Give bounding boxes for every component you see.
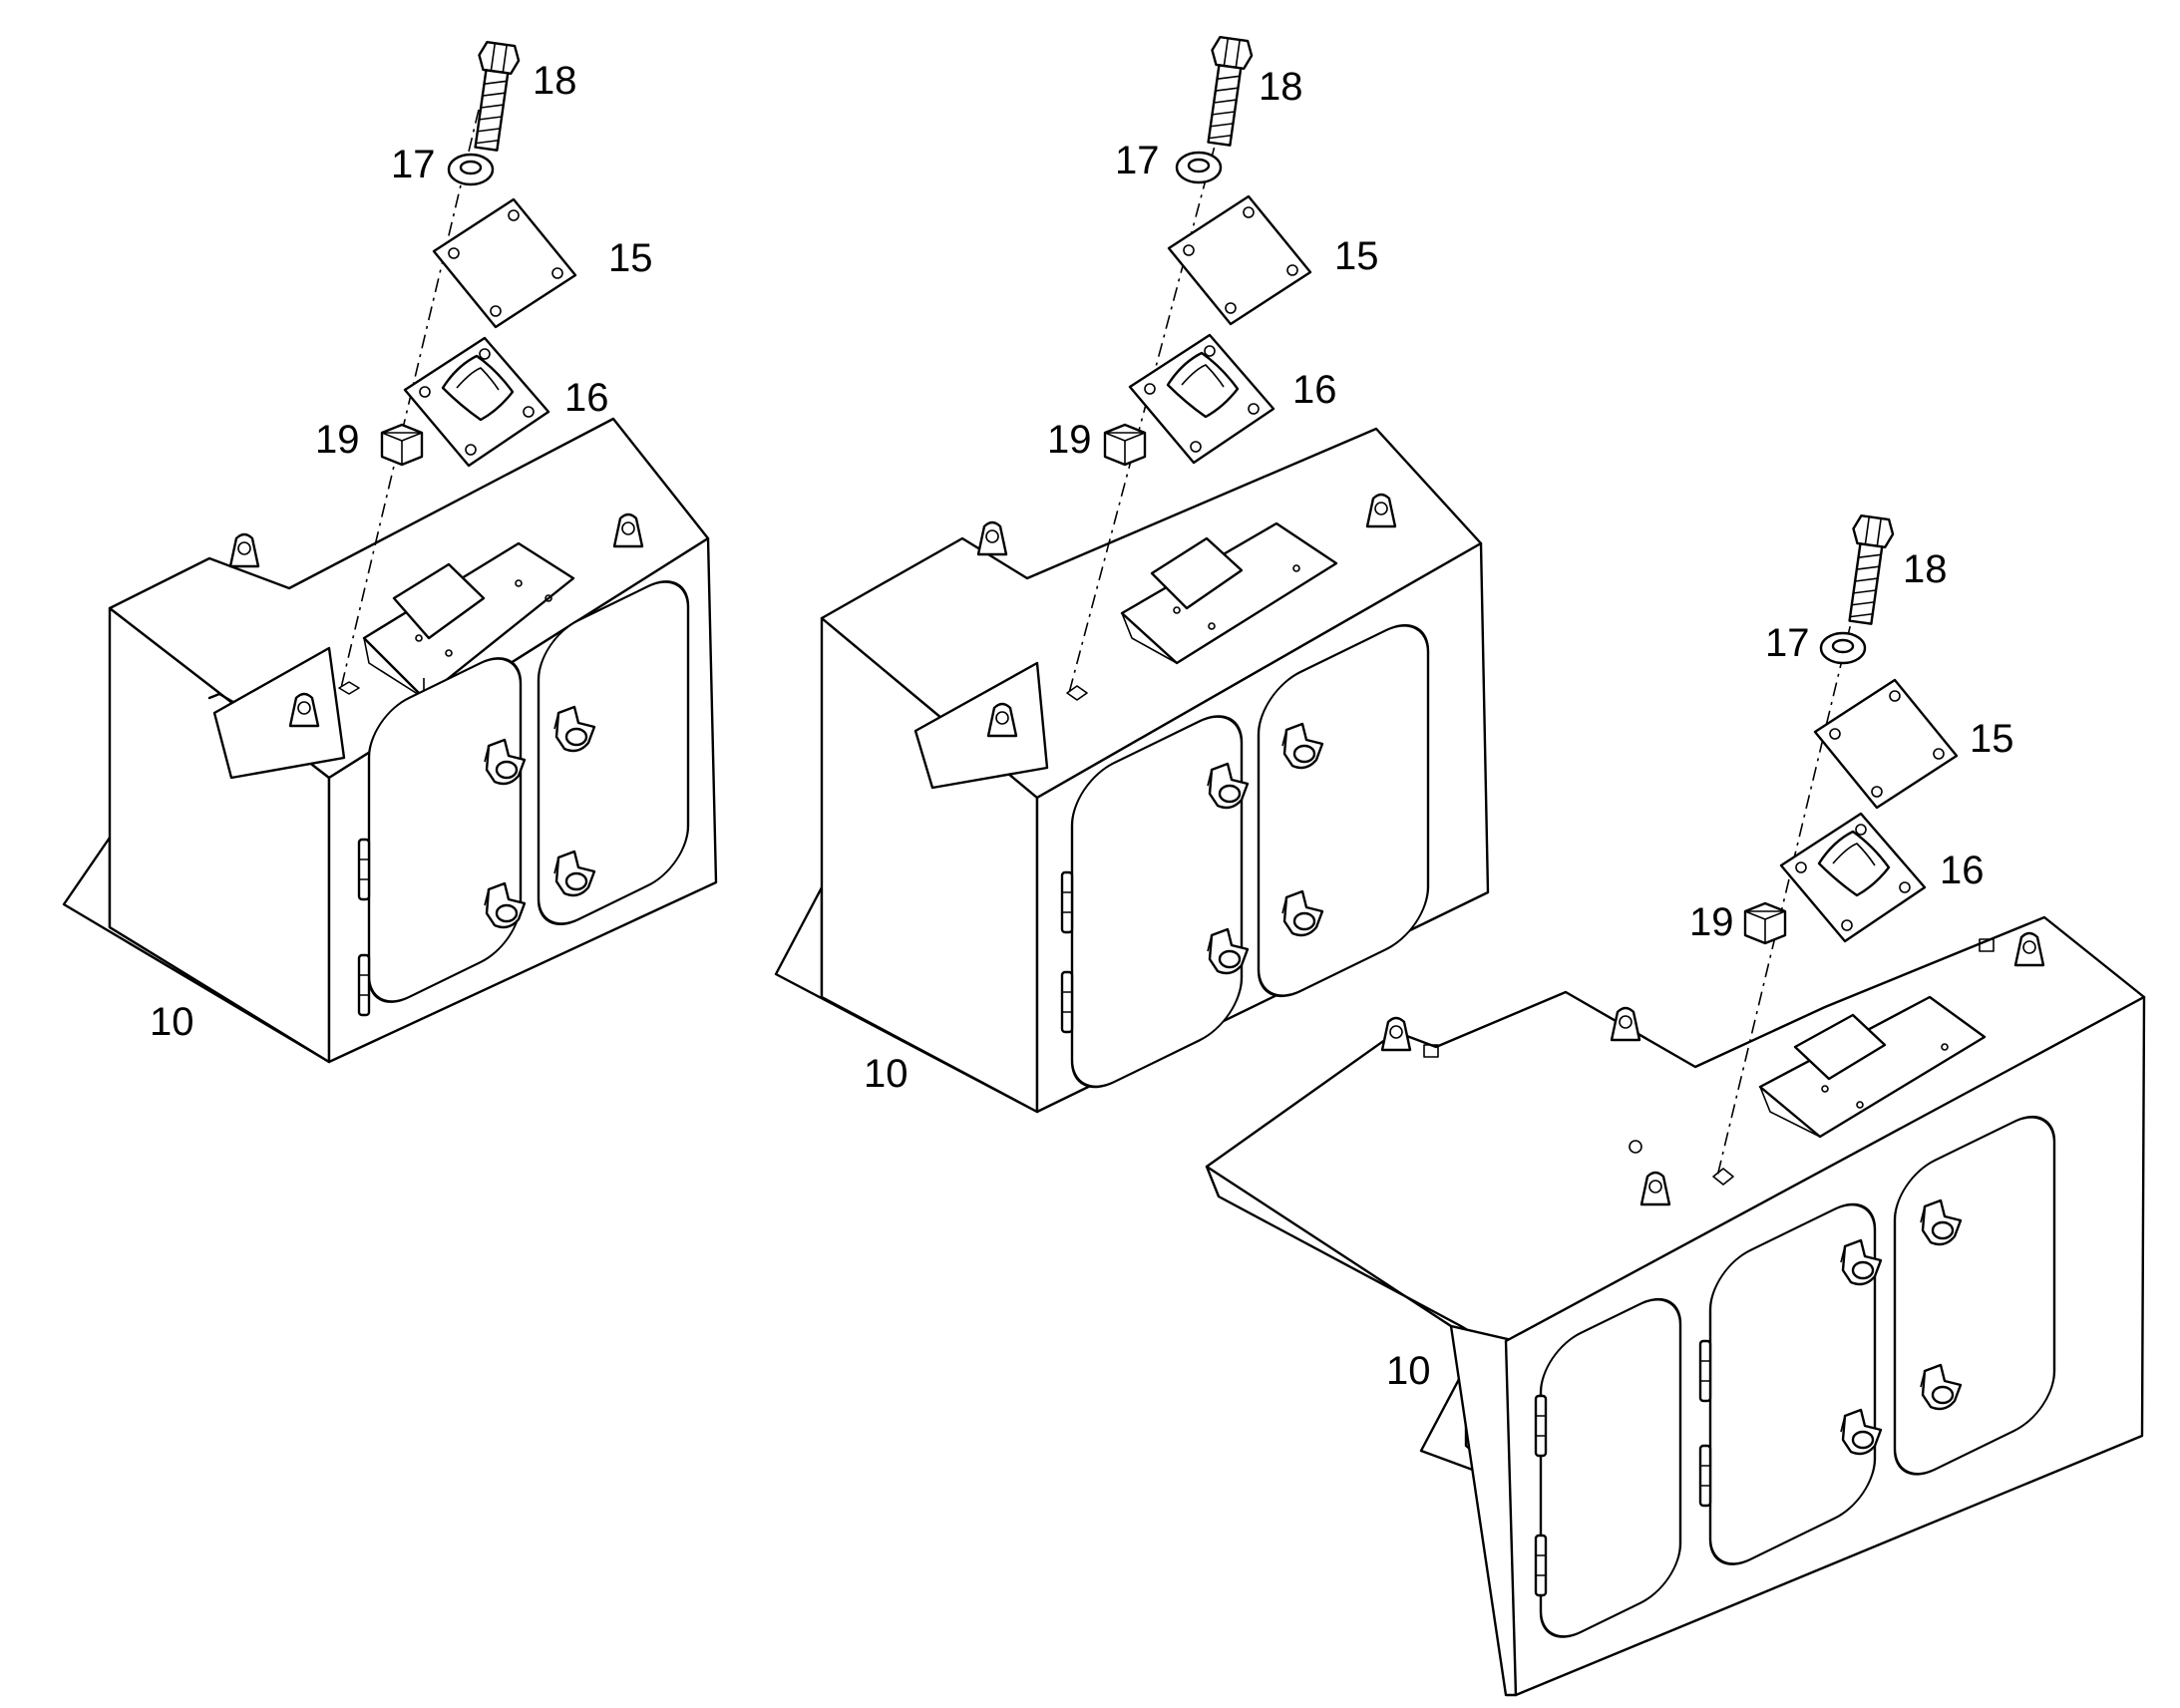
gasket-icon <box>403 336 550 468</box>
callout-nut: 19 <box>1689 900 1734 944</box>
callout-box: 10 <box>864 1052 908 1096</box>
hex-bolt-icon <box>1198 35 1256 149</box>
callout-gasket: 16 <box>1292 368 1337 412</box>
callout-nut: 19 <box>315 418 360 462</box>
cover-plate-icon <box>432 197 577 329</box>
hex-bolt-icon <box>465 40 523 154</box>
callout-gasket: 16 <box>564 376 609 420</box>
assembly-middle: 18 17 15 16 19 10 <box>774 35 1490 1114</box>
callout-box: 10 <box>150 1000 194 1044</box>
callout-cover-plate: 15 <box>608 236 653 280</box>
battery-box-icon <box>1205 915 2146 1697</box>
cover-plate-icon <box>1167 194 1312 326</box>
callout-bolt: 18 <box>1259 65 1303 109</box>
callout-box: 10 <box>1386 1349 1431 1393</box>
assembly-left: 18 17 15 16 19 10 <box>62 40 718 1064</box>
hex-nut-icon <box>1103 423 1147 467</box>
hex-bolt-icon <box>1839 513 1897 627</box>
gasket-icon <box>1779 812 1927 943</box>
hex-nut-icon <box>1743 901 1787 945</box>
washer-icon <box>1819 631 1867 665</box>
callout-gasket: 16 <box>1940 849 1985 892</box>
callout-cover-plate: 15 <box>1334 234 1379 278</box>
callout-nut: 19 <box>1047 418 1092 462</box>
callout-bolt: 18 <box>533 59 577 103</box>
callout-washer: 17 <box>1115 139 1160 182</box>
battery-box-icon <box>774 427 1490 1114</box>
washer-icon <box>1175 151 1223 184</box>
cover-plate-icon <box>1813 678 1959 810</box>
battery-box-icon <box>62 417 718 1064</box>
callout-cover-plate: 15 <box>1970 717 2014 761</box>
callout-washer: 17 <box>391 143 436 186</box>
hex-nut-icon <box>380 423 424 467</box>
gasket-icon <box>1128 333 1275 465</box>
washer-icon <box>447 153 495 186</box>
assembly-right: 18 17 15 16 19 10 <box>1205 513 2146 1697</box>
callout-bolt: 18 <box>1903 547 1948 591</box>
callout-washer: 17 <box>1765 621 1810 665</box>
